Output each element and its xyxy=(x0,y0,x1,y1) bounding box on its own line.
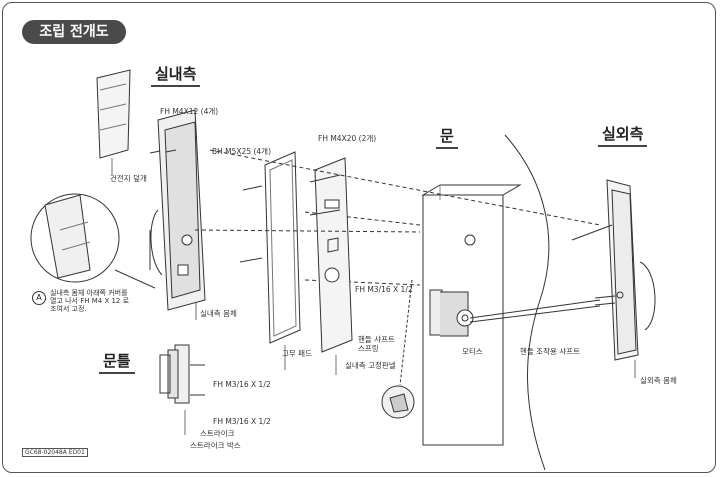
label-interior-fixing-plate: 실내측 고정판넬 xyxy=(345,361,396,370)
label-handle-shaft-spring: 핸들 샤프트 스프링 xyxy=(358,335,395,353)
label-bh-m5x25: BH M5X25 (4개) xyxy=(212,147,272,156)
section-label-interior: 실내측 xyxy=(150,65,201,87)
note-marker: A xyxy=(32,291,46,305)
section-label-exterior: 실외측 xyxy=(597,125,648,147)
label-handle-shaft: 핸들 조작용 샤프트 xyxy=(520,347,580,356)
diagram-title: 조립 전개도 xyxy=(22,20,126,44)
label-exterior-body: 실외측 몸체 xyxy=(640,376,677,385)
label-rubber-pad: 고무 패드 xyxy=(282,349,312,358)
label-mortise: 모티스 xyxy=(462,347,483,356)
label-interior-body: 실내측 몸체 xyxy=(200,309,237,318)
label-fh-m3-16-bottom: FH M3/16 X 1/2 xyxy=(213,417,271,426)
label-strike: 스트라이크 xyxy=(200,429,235,438)
label-fh-m4x20: FH M4X20 (2개) xyxy=(318,134,377,143)
document-code: GC68-02048A ED01 xyxy=(22,448,88,457)
label-battery-cover: 건전지 덮개 xyxy=(110,174,147,183)
page-frame xyxy=(2,2,716,473)
section-label-door: 문 xyxy=(436,127,458,149)
label-fh-m3-16-top: FH M3/16 X 1/2 xyxy=(213,380,271,389)
label-fh-m3-16-door: FH M3/16 X 1/2 xyxy=(355,285,413,294)
note-text: 실내측 몸체 아래쪽 커버를 열고 나서 FH M4 X 12 로 조여서 고정… xyxy=(50,289,130,314)
label-fh-m4x12: FH M4X12 (4개) xyxy=(160,107,219,116)
section-label-door-frame: 문틀 xyxy=(99,352,135,374)
note-marker-letter: A xyxy=(36,293,42,302)
label-strike-box: 스트라이크 박스 xyxy=(190,441,241,450)
